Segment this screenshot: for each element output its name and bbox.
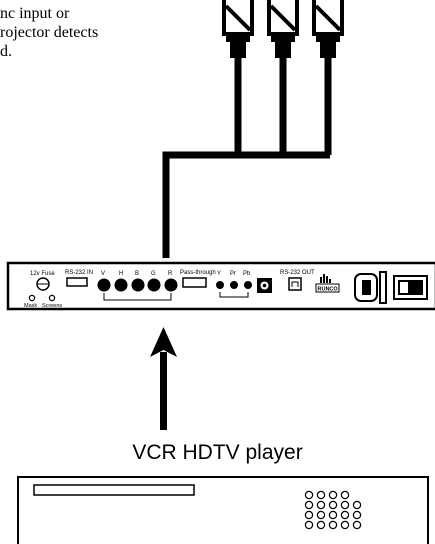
passthrough-label: Pass-through	[180, 270, 216, 276]
rs232-in-port-icon	[66, 277, 88, 287]
mask-label: Mask	[24, 303, 37, 309]
cable-trunk	[162, 151, 330, 258]
rs232-out-port-icon	[288, 277, 302, 291]
device-title: VCR HDTV player	[132, 441, 303, 464]
component-label-pr: Pr	[230, 271, 236, 277]
mask-jack-icon	[28, 294, 36, 302]
cable-bundle	[162, 58, 332, 258]
fuse-label: 12v Fuse	[30, 271, 55, 277]
tape-slot-icon	[33, 484, 195, 496]
component-jack-pb-icon	[244, 281, 252, 289]
bnc-jack-r-icon	[164, 278, 178, 292]
connector-label-h: H	[119, 271, 123, 277]
power-switch-icon	[393, 275, 428, 300]
screens-jack-icon	[48, 294, 56, 302]
rgb-bracket	[103, 293, 172, 301]
projector-rear-panel: 12v Fuse Mask Screens RS-232 IN V H B G …	[6, 261, 435, 311]
connector-label-b: B	[135, 271, 139, 277]
bnc-connector-1	[222, 0, 254, 58]
component-bracket	[219, 292, 249, 298]
intro-line-2: rojector detects	[0, 24, 99, 41]
component-jack-pr-icon	[230, 281, 238, 289]
intro-text: nc input or rojector detects d.	[0, 4, 175, 61]
bnc-jack-v-icon	[97, 278, 111, 292]
bnc-connector-3	[312, 0, 344, 58]
component-label-y: Y	[217, 271, 221, 277]
connector-label-v: V	[101, 271, 105, 277]
brand-label: RUNCO	[318, 287, 339, 293]
vcr-player-device	[17, 476, 429, 544]
speaker-grille-icon	[304, 490, 362, 530]
bnc-connector-2	[267, 0, 299, 58]
rs232-out-label: RS-232 OUT	[280, 270, 315, 276]
runco-logo: RUNCO	[315, 274, 340, 293]
power-inlet-icon	[354, 271, 387, 304]
bnc-jack-b-icon	[131, 278, 145, 292]
intro-line-1: nc input or	[0, 5, 70, 22]
connector-label-g: G	[151, 271, 156, 277]
bnc-jack-g-icon	[147, 278, 161, 292]
intro-line-3: d.	[0, 43, 12, 60]
arrow-up-icon	[150, 327, 177, 357]
screens-label: Screens	[42, 303, 62, 309]
component-label-pb: Pb	[243, 271, 251, 277]
passthrough-port-icon	[182, 277, 207, 288]
bnc-jack-h-icon	[114, 278, 128, 292]
signal-arrow	[150, 327, 177, 430]
arrow-shaft	[160, 352, 167, 430]
connector-label-r: R	[168, 271, 173, 277]
rs232-in-label: RS-232 IN	[65, 270, 93, 276]
component-jack-y-icon	[216, 281, 224, 289]
device-body	[17, 476, 429, 544]
